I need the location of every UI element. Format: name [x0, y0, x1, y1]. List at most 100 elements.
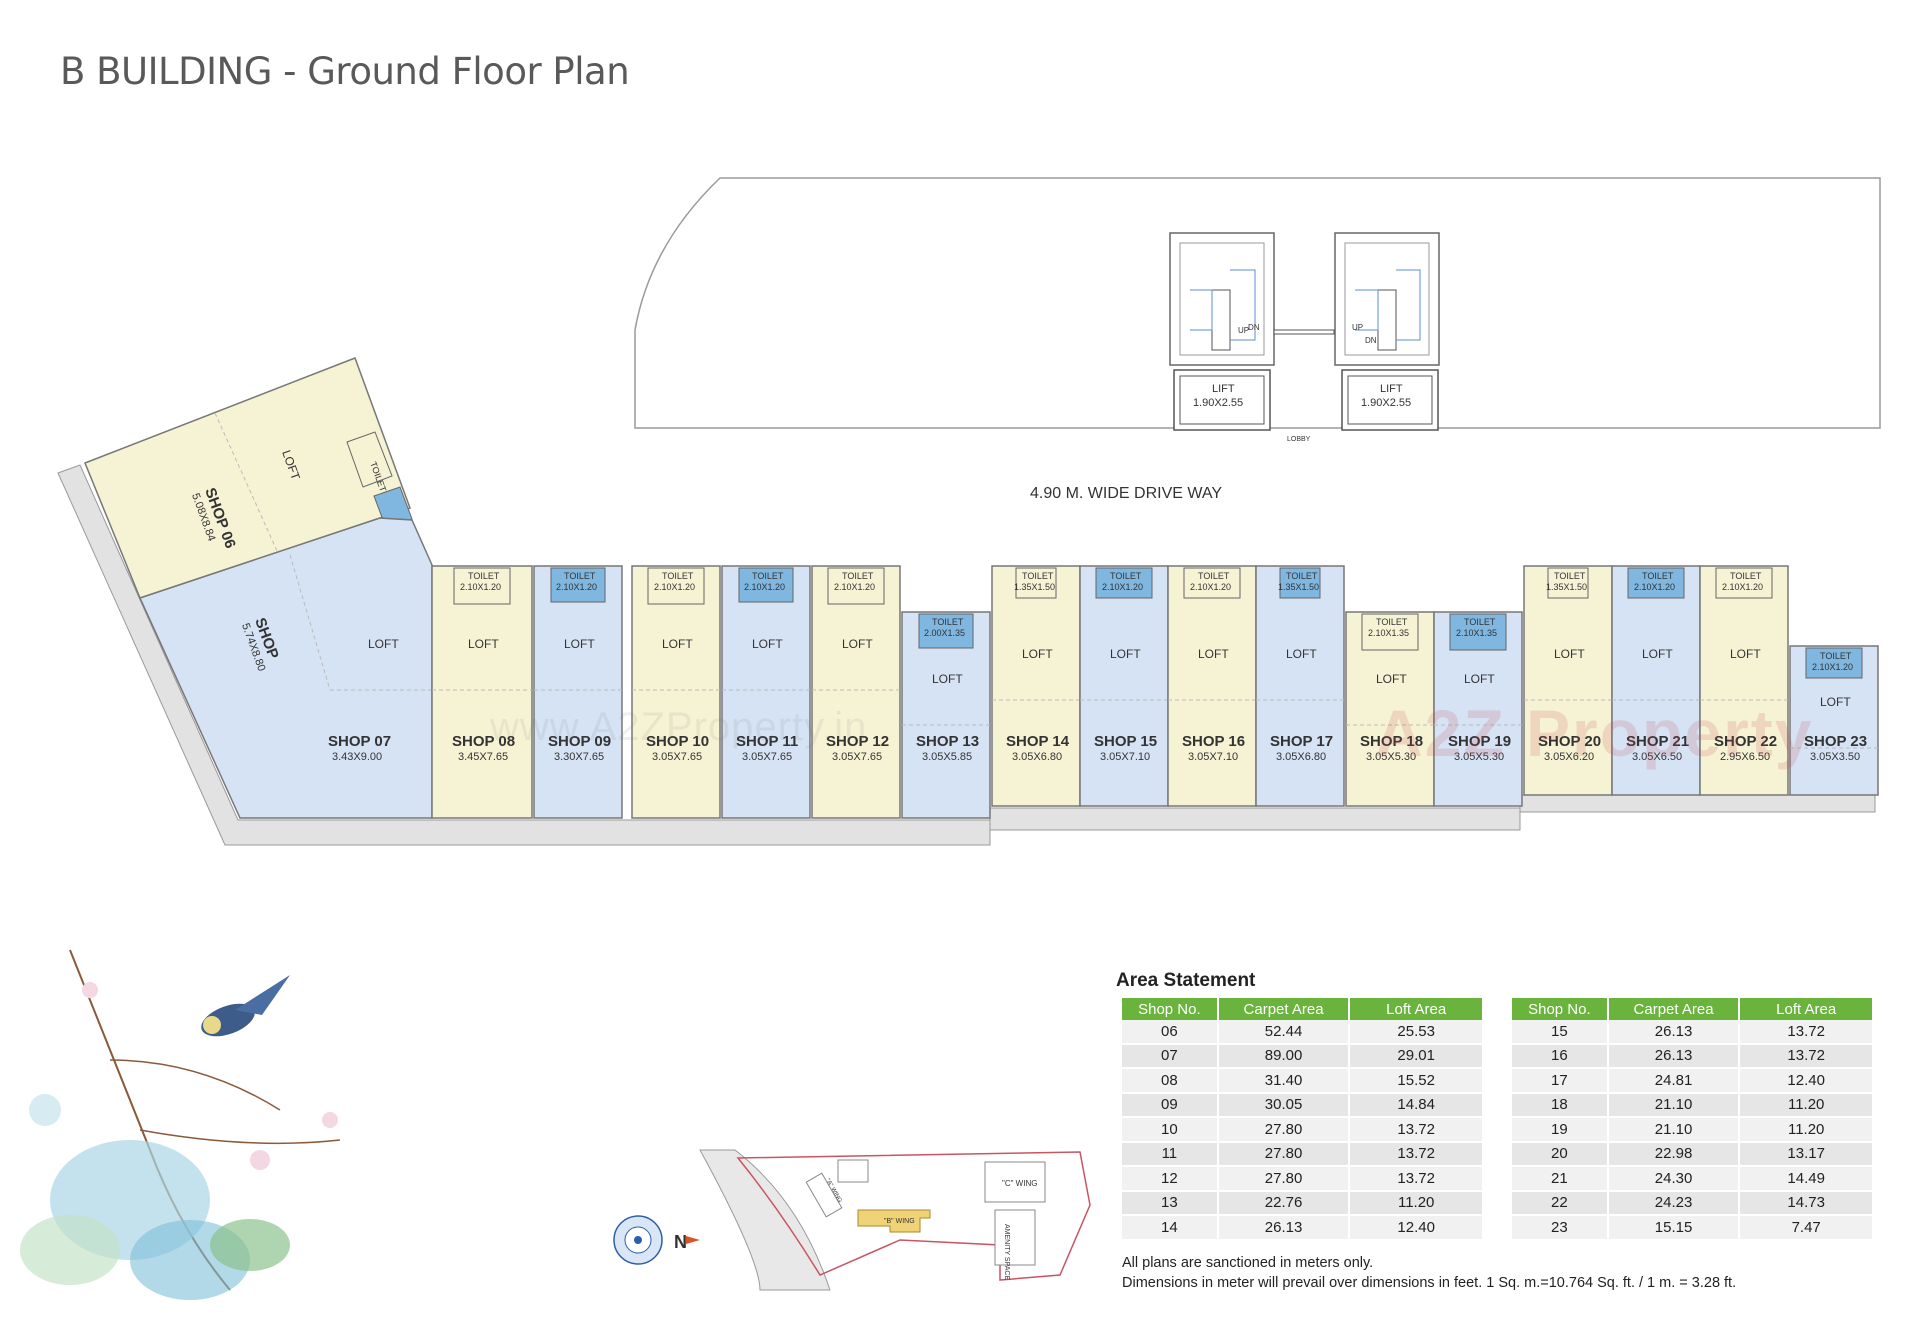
shop-20-dim: 3.05X6.20 [1544, 751, 1594, 763]
shop-13-loft: LOFT [932, 672, 963, 686]
cell-shop-no: 21 [1512, 1166, 1609, 1192]
cell-shop-no: 18 [1512, 1092, 1609, 1118]
cell-loft-area: 11.20 [1739, 1117, 1874, 1143]
cell-carpet-area: 15.15 [1607, 1215, 1741, 1241]
cell-loft-area: 7.47 [1739, 1215, 1874, 1241]
shop-07-dim: 3.43X9.00 [332, 751, 382, 763]
shop-16-room [1167, 565, 1257, 807]
shop-21-toilet-label: TOILET [1642, 571, 1674, 581]
shop-21-room [1611, 565, 1701, 796]
cell-loft-area: 11.20 [1349, 1190, 1484, 1216]
cell-carpet-area: 31.40 [1217, 1068, 1351, 1094]
shop-19-loft: LOFT [1464, 672, 1495, 686]
shop-15-name: SHOP 15 [1094, 733, 1157, 750]
shop-13-toilet-label: TOILET [932, 617, 964, 627]
cell-carpet-area: 27.80 [1217, 1117, 1351, 1143]
cell-loft-area: 12.40 [1739, 1068, 1874, 1094]
shop-14-name: SHOP 14 [1006, 733, 1070, 750]
shop-21-name: SHOP 21 [1626, 733, 1689, 750]
flower-illustration [20, 949, 341, 1300]
shop-09-toilet-dim: 2.10X1.20 [556, 582, 597, 592]
shop-23-dim: 3.05X3.50 [1810, 751, 1860, 763]
shop-16-toilet [1183, 567, 1241, 599]
watermark-url: www.A2ZProperty.in [490, 705, 868, 749]
shop-08-toilet-label: TOILET [468, 571, 500, 581]
shop-19-toilet-label: TOILET [1464, 617, 1496, 627]
key-amenity: AMENITY SPACE [1003, 1224, 1010, 1280]
cell-shop-no: 23 [1512, 1215, 1609, 1241]
cell-carpet-area: 24.23 [1607, 1190, 1741, 1216]
shop-22-room [1699, 565, 1789, 796]
shop-15-toilet [1095, 567, 1153, 599]
shop-16-name: SHOP 16 [1182, 733, 1245, 750]
shop-20-name: SHOP 20 [1538, 733, 1601, 750]
header-loft-area: Loft Area [1349, 998, 1484, 1020]
shop-15-toilet-label: TOILET [1110, 571, 1142, 581]
shop-19-dim: 3.05X5.30 [1454, 751, 1504, 763]
shop-23-name: SHOP 23 [1804, 733, 1867, 750]
header-carpet-area: Carpet Area [1217, 998, 1351, 1020]
shop-13-toilet [918, 613, 974, 649]
shop-20-room [1523, 565, 1613, 796]
lobby-bridge [1273, 329, 1335, 335]
shop-16-toilet-label: TOILET [1198, 571, 1230, 581]
shop-07-loft: LOFT [368, 637, 399, 651]
watermark: A2Z Property [1375, 696, 1814, 770]
cell-shop-no: 10 [1122, 1117, 1219, 1143]
plinth-mid [989, 807, 1521, 831]
area-notes: All plans are sanctioned in meters only.… [1122, 1253, 1736, 1293]
dn-label-right: DN [1365, 336, 1377, 345]
key-c-wing: "C" WING [1002, 1179, 1037, 1188]
shop-08-room [431, 565, 533, 819]
lift-left-label: LIFT [1212, 383, 1235, 395]
shop-10-toilet-dim: 2.10X1.20 [654, 582, 695, 592]
staircase-left: UP DN [1169, 232, 1275, 366]
shop-18-toilet [1361, 613, 1419, 651]
shop-09-loft: LOFT [564, 637, 595, 651]
shop-08-loft: LOFT [468, 637, 499, 651]
cell-loft-area: 14.84 [1349, 1092, 1484, 1118]
shop-17-name: SHOP 17 [1270, 733, 1333, 750]
cell-shop-no: 17 [1512, 1068, 1609, 1094]
lift-left [1173, 369, 1271, 431]
shop-15-toilet-dim: 2.10X1.20 [1102, 582, 1143, 592]
shop-06-room [84, 357, 411, 599]
cell-loft-area: 13.72 [1349, 1141, 1484, 1167]
cell-shop-no: 12 [1122, 1166, 1219, 1192]
shop-08-dim: 3.45X7.65 [458, 751, 508, 763]
cell-shop-no: 16 [1512, 1043, 1609, 1069]
dn-label: DN [1248, 323, 1260, 332]
shop-19-name: SHOP 19 [1448, 733, 1511, 750]
shop-17-loft: LOFT [1286, 647, 1317, 661]
shop-21-toilet-dim: 2.10X1.20 [1634, 582, 1675, 592]
shop-22-name: SHOP 22 [1714, 733, 1777, 750]
lift-left-dim: 1.90X2.55 [1193, 397, 1243, 409]
up-label-right: UP [1352, 323, 1363, 332]
cell-shop-no: 09 [1122, 1092, 1219, 1118]
cell-loft-area: 13.17 [1739, 1141, 1874, 1167]
shop-18-loft: LOFT [1376, 672, 1407, 686]
shop-11-dim: 3.05X7.65 [742, 751, 792, 763]
cell-carpet-area: 26.13 [1607, 1020, 1741, 1045]
cell-loft-area: 13.72 [1349, 1166, 1484, 1192]
cell-carpet-area: 21.10 [1607, 1092, 1741, 1118]
shop-10-toilet-label: TOILET [662, 571, 694, 581]
shop-15-dim: 3.05X7.10 [1100, 751, 1150, 763]
shop-10-dim: 3.05X7.65 [652, 751, 702, 763]
header-shop-no: Shop No. [1122, 998, 1219, 1020]
shop-20-loft: LOFT [1554, 647, 1585, 661]
cell-shop-no: 20 [1512, 1141, 1609, 1167]
shop-10-room [631, 565, 721, 819]
shop-18-toilet-label: TOILET [1376, 617, 1408, 627]
